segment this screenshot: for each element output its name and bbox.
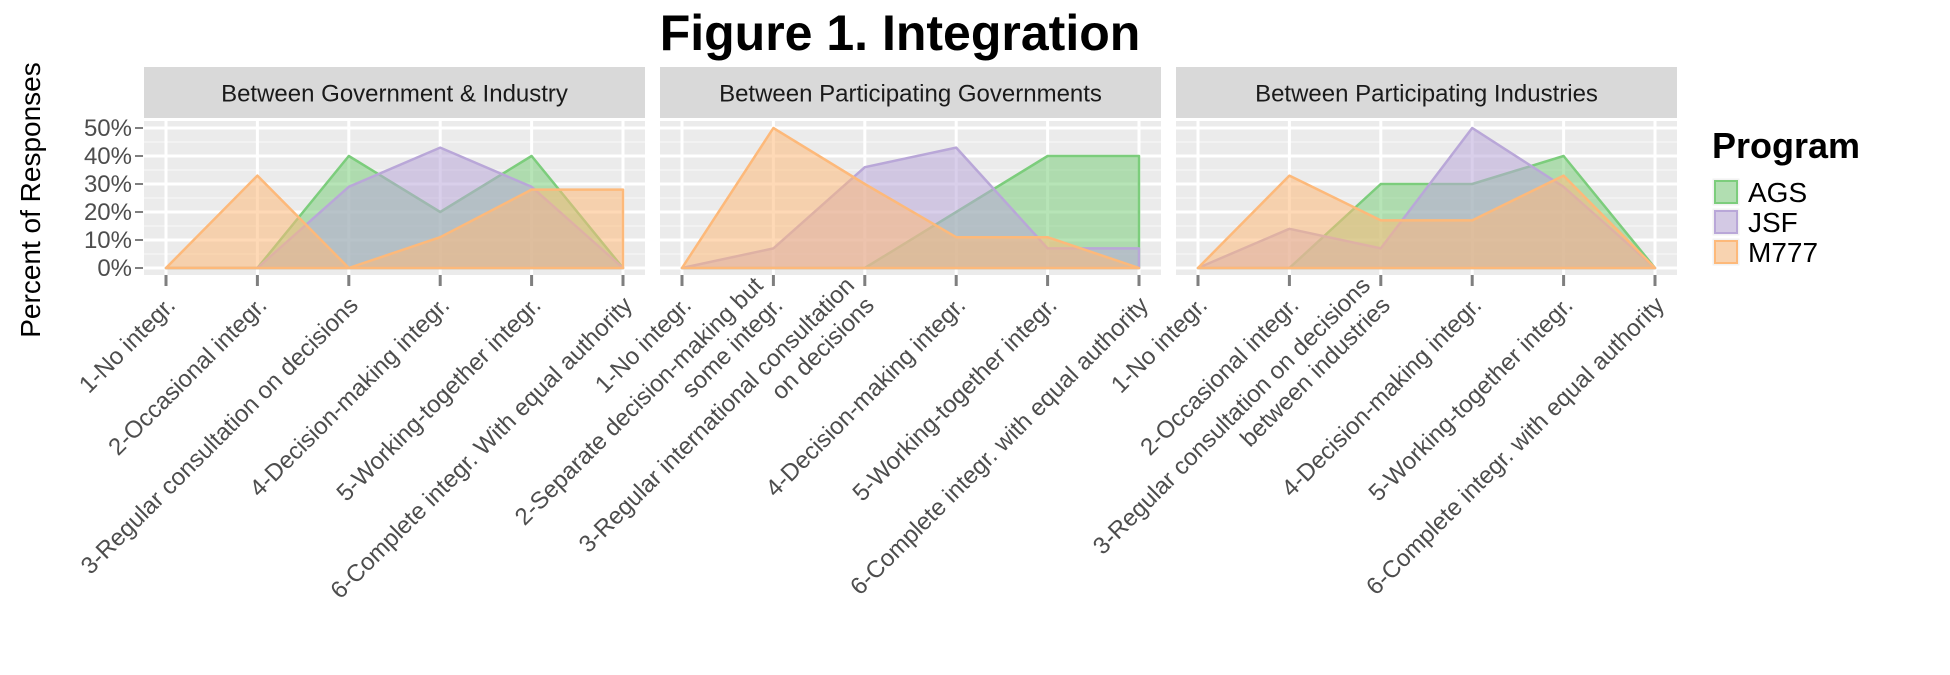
chart-title: Figure 1. Integration <box>660 5 1141 61</box>
area-series-m777 <box>1196 174 1657 270</box>
facet-strip <box>144 67 645 118</box>
facet-strip-label: Between Government & Industry <box>221 81 568 108</box>
facet-strip <box>1176 67 1677 118</box>
legend-label: M777 <box>1748 237 1818 268</box>
y-axis-label: Percent of Responses <box>15 62 46 338</box>
y-tick-label: 0% <box>97 255 132 282</box>
facet-strip-label: Between Participating Governments <box>719 81 1102 108</box>
facet-panels: 0%10%20%30%40%50%Between Government & In… <box>74 67 1677 604</box>
x-tick-label: 2-Occasional integr. <box>103 292 272 461</box>
y-tick-label: 10% <box>84 227 132 254</box>
area-series-m777 <box>680 126 1141 270</box>
facet-strip <box>660 67 1161 118</box>
legend-title: Program <box>1712 125 1860 166</box>
legend-key <box>1714 180 1738 204</box>
legend-label: JSF <box>1748 207 1798 238</box>
area-series-m777 <box>164 174 625 270</box>
legend-item-ags: AGS <box>1711 177 1807 208</box>
facet-strip-label: Between Participating Industries <box>1255 81 1598 108</box>
legend-label: AGS <box>1748 177 1807 208</box>
legend-item-m777: M777 <box>1711 237 1818 268</box>
y-tick-label: 50% <box>84 115 132 142</box>
y-tick-label: 30% <box>84 171 132 198</box>
legend-key <box>1714 210 1738 234</box>
legend-key <box>1714 240 1738 264</box>
y-tick-label: 40% <box>84 143 132 170</box>
legend-item-jsf: JSF <box>1711 207 1798 238</box>
y-tick-label: 20% <box>84 199 132 226</box>
x-tick-label: 2-Separate decision-making butsome integ… <box>510 272 789 551</box>
